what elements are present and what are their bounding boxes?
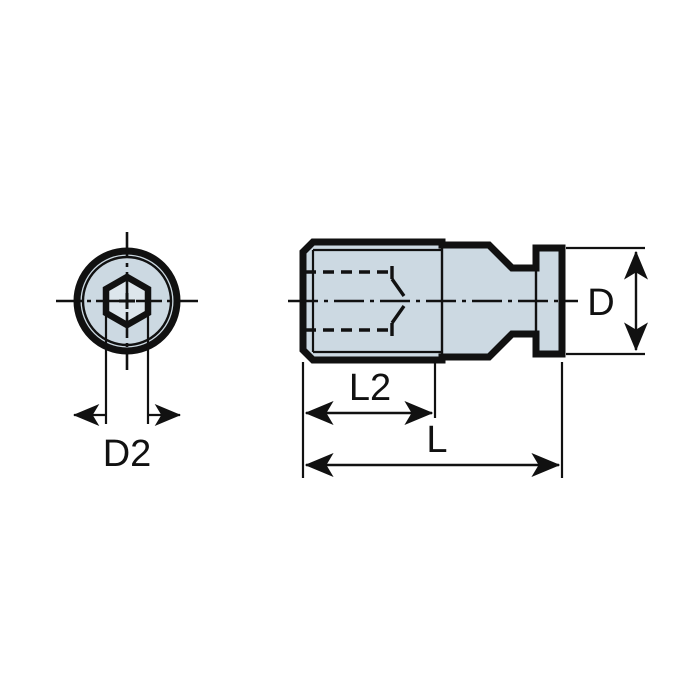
dimension-label-l2: L2 bbox=[349, 367, 391, 409]
dimension-label-d: D bbox=[587, 282, 614, 324]
end-view-group: D2 bbox=[56, 232, 198, 475]
hidden-bore-chamfer-bottom bbox=[390, 305, 406, 324]
dimension-label-l: L bbox=[426, 419, 447, 461]
dimension-label-d2: D2 bbox=[103, 433, 152, 475]
hidden-bore-chamfer-top bbox=[390, 278, 406, 297]
side-view-group: D L2 L bbox=[288, 238, 648, 478]
